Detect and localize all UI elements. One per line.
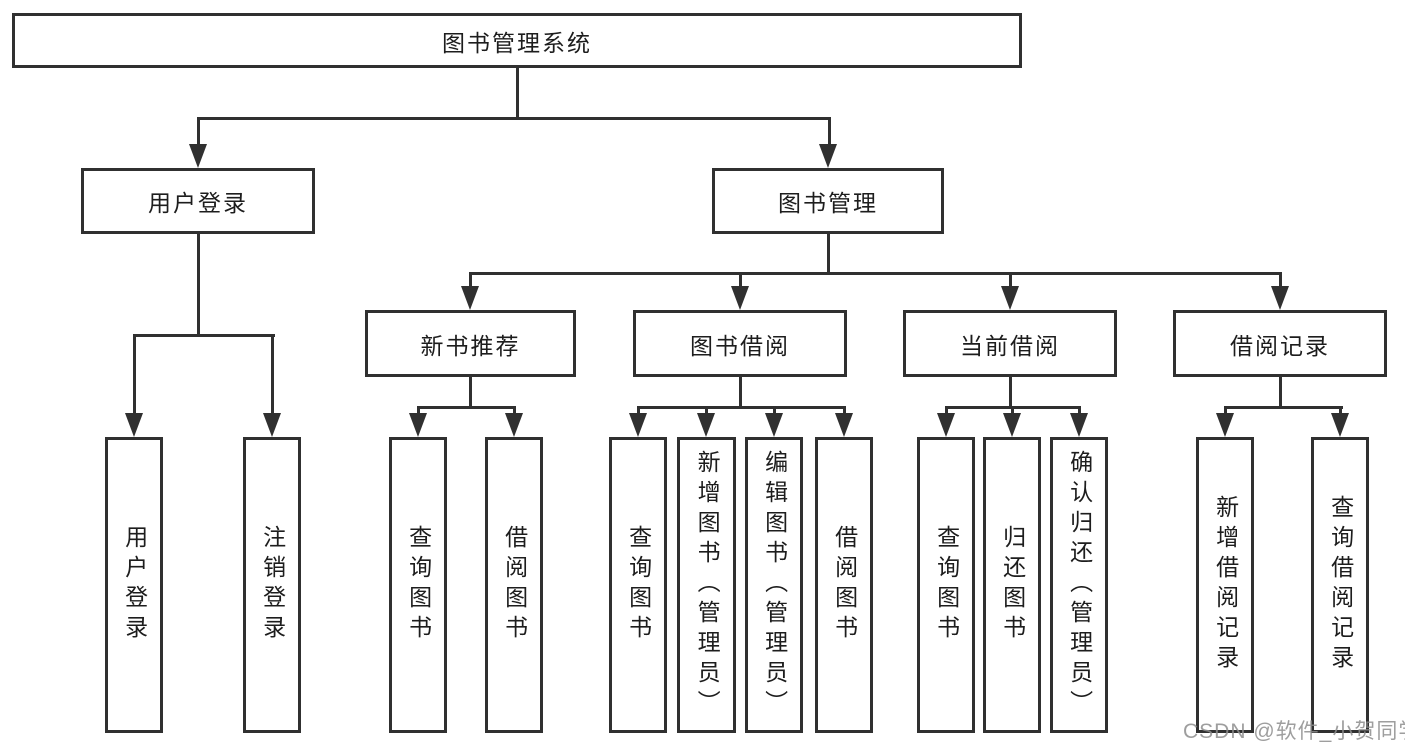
connector-line [196,119,200,146]
node-label: 图书管理系统 [442,29,592,56]
connector-line [636,405,846,409]
node-label: 查询图书 [625,525,652,645]
node-label: 归还图书 [999,525,1026,645]
leaf-return-books: 归还图书 [983,437,1041,733]
connector-line [270,335,274,415]
connector-line [842,407,846,416]
arrow-down-icon [461,286,479,310]
arrow-down-icon [189,144,207,168]
leaf-user-login: 用户登录 [105,437,163,733]
arrow-down-icon [1271,286,1289,310]
arrow-down-icon [835,413,853,437]
arrow-down-icon [1331,413,1349,437]
leaf-logout: 注销登录 [243,437,301,733]
arrow-down-icon [1070,413,1088,437]
arrow-down-icon [1001,286,1019,310]
connector-line [826,234,830,273]
connector-line [1223,407,1227,416]
arrow-down-icon [125,413,143,437]
node-new-book-recommend: 新书推荐 [365,310,576,377]
connector-line [1008,273,1012,288]
connector-line [132,335,136,415]
connector-line [416,407,420,416]
leaf-borrow-books-recommend: 借阅图书 [485,437,543,733]
node-current-borrowing: 当前借阅 [903,310,1117,377]
node-label: 查询借阅记录 [1327,495,1354,675]
leaf-add-borrow-record: 新增借阅记录 [1196,437,1254,733]
arrow-down-icon [937,413,955,437]
arrow-down-icon [263,413,281,437]
leaf-add-books-admin: 新增图书（管理员） [677,437,736,733]
leaf-query-borrow-record: 查询借阅记录 [1311,437,1369,733]
node-label: 图书管理 [778,190,878,216]
node-label: 查询图书 [933,525,960,645]
connector-line [196,117,831,120]
arrow-down-icon [505,413,523,437]
arrow-down-icon [731,286,749,310]
node-user-login: 用户登录 [81,168,315,234]
node-label: 新书推荐 [420,332,521,359]
connector-line [827,119,831,146]
node-label: 查询图书 [405,525,432,645]
node-borrowing-records: 借阅记录 [1173,310,1387,377]
node-label: 用户登录 [121,525,148,645]
connector-line [515,67,519,119]
connector-line [704,407,708,416]
node-label: 新增图书（管理员） [694,450,721,720]
node-book-borrowing: 图书借阅 [633,310,847,377]
connector-line [1010,407,1014,416]
connector-line [132,333,275,337]
connector-line [468,377,472,407]
node-book-management: 图书管理 [712,168,944,234]
arrow-down-icon [697,413,715,437]
connector-line [196,234,200,335]
arrow-down-icon [1216,413,1234,437]
node-label: 借阅记录 [1230,332,1330,359]
connector-line [416,405,516,409]
connector-line [772,407,776,416]
arrow-down-icon [409,413,427,437]
connector-line [1223,405,1343,409]
connector-line [468,271,1282,275]
leaf-borrow-books: 借阅图书 [815,437,873,733]
arrow-down-icon [629,413,647,437]
connector-line [468,273,472,288]
node-root-library-system: 图书管理系统 [12,13,1022,68]
connector-line [1278,377,1282,407]
node-label: 确认归还（管理员） [1066,450,1093,720]
arrow-down-icon [819,144,837,168]
leaf-confirm-return-admin: 确认归还（管理员） [1050,437,1108,733]
node-label: 新增借阅记录 [1212,495,1239,675]
leaf-edit-books-admin: 编辑图书（管理员） [745,437,803,733]
connector-line [1278,273,1282,288]
node-label: 图书借阅 [690,332,790,359]
node-label: 用户登录 [148,190,248,216]
node-label: 借阅图书 [501,525,528,645]
node-label: 当前借阅 [960,332,1060,359]
connector-line [636,407,640,416]
csdn-watermark: CSDN @软件_小贺同学 [1183,720,1405,743]
leaf-query-books-current: 查询图书 [917,437,975,733]
node-label: 注销登录 [259,525,286,645]
connector-line [944,407,948,416]
connector-line [1008,377,1012,407]
arrow-down-icon [1003,413,1021,437]
connector-line [738,377,742,407]
node-label: 编辑图书（管理员） [761,450,788,720]
connector-line [512,407,516,416]
leaf-query-books-recommend: 查询图书 [389,437,447,733]
connector-line [1077,407,1081,416]
node-label: 借阅图书 [831,525,858,645]
connector-line [1338,407,1342,416]
arrow-down-icon [765,413,783,437]
leaf-query-books-borrowing: 查询图书 [609,437,667,733]
connector-line [738,273,742,288]
